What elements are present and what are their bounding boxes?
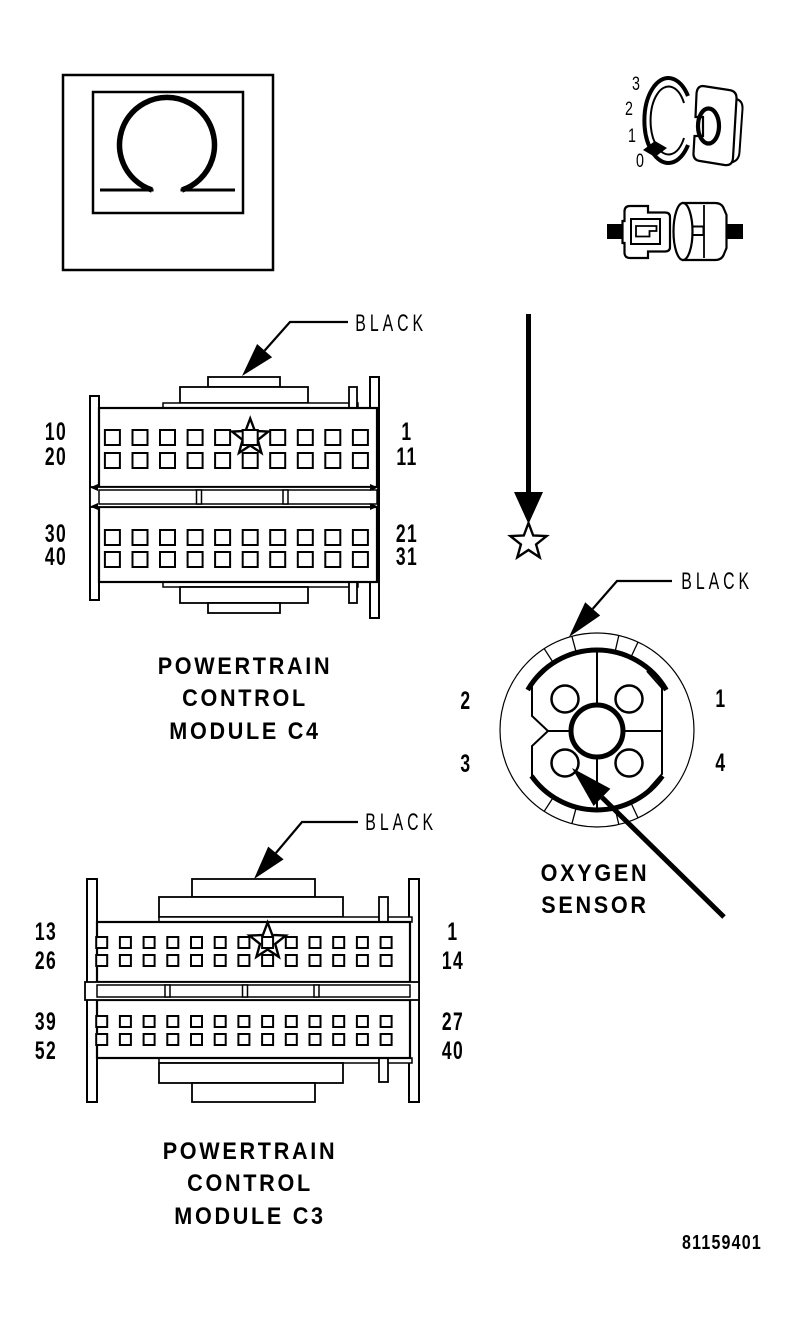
figure-number: 81159401 [682, 1232, 762, 1254]
pcm-c4-connector [89, 320, 380, 619]
c4-latch-band [89, 484, 379, 510]
dial-scale-2: 2 [625, 99, 633, 120]
c3-pin-label-left-52: 52 [34, 1037, 58, 1065]
oxygen-sensor-connector [499, 579, 726, 919]
c4-pin-label-right-31: 31 [395, 543, 419, 571]
pcm-c3-connector [84, 820, 420, 1103]
c4-pin-label-left-20: 20 [44, 443, 68, 471]
oxygen-pin-label-2: 2 [460, 687, 472, 715]
dial-scale-1: 1 [628, 126, 636, 147]
c3-pin-label-right-40: 40 [441, 1037, 465, 1065]
oxygen-pin-label-3: 3 [460, 750, 472, 778]
c3-title-line-3: MODULE C3 [174, 1203, 326, 1230]
c4-pin-label-left-30: 30 [44, 520, 68, 548]
dial-scale-0: 0 [636, 151, 644, 172]
pin-1-cavity [614, 684, 644, 714]
dial-pointer-diamond [643, 141, 667, 157]
c4-title-line-2: CONTROL [182, 685, 308, 712]
inline-connector-icon [607, 201, 743, 262]
c4-pin-label-left-40: 40 [44, 543, 68, 571]
down-arrow-icon [514, 314, 543, 524]
center-index-post [568, 702, 626, 760]
c3-title-line-1: POWERTRAIN [162, 1138, 338, 1165]
c3-pin-label-left-26: 26 [34, 947, 58, 975]
c4-pin-label-left-10: 10 [44, 418, 68, 446]
c3-pin-label-right-27: 27 [441, 1008, 465, 1036]
star-icon [509, 521, 548, 559]
wire-stub-left [607, 224, 624, 239]
pin-3-cavity [550, 748, 580, 778]
c3-black-leader-arrow [254, 820, 358, 879]
c3-pin-label-right-1: 1 [447, 918, 459, 946]
c4-title-line-1: POWERTRAIN [157, 653, 333, 680]
c3-wire-color-label: BLACK [365, 809, 438, 836]
c4-pin-label-right-21: 21 [395, 520, 419, 548]
oxygen-wire-color-label: BLACK [681, 568, 754, 595]
oxygen-pin3-pointer-arrow [572, 768, 726, 919]
oxygen-title-line-2: SENSOR [541, 892, 649, 919]
c4-black-leader-arrow [242, 320, 348, 376]
c3-title-line-2: CONTROL [187, 1170, 313, 1197]
c4-title-line-3: MODULE C4 [169, 718, 321, 745]
rotary-dial-icon [642, 76, 744, 167]
wire-stub-right [726, 224, 743, 239]
oxygen-pin-label-4: 4 [715, 749, 727, 777]
c3-latch-band [84, 981, 420, 1001]
ohmmeter-symbol [61, 73, 275, 272]
c3-pin-grid [95, 936, 393, 1046]
pin-4-cavity [614, 748, 644, 778]
oxygen-title-line-1: OXYGEN [540, 860, 650, 887]
c4-wire-color-label: BLACK [355, 310, 428, 337]
oxygen-pin-label-1: 1 [715, 685, 727, 713]
c3-pin-label-right-14: 14 [441, 947, 465, 975]
c3-pin-label-left-39: 39 [34, 1008, 58, 1036]
dial-scale-3: 3 [632, 74, 640, 95]
oxygen-black-leader-arrow [569, 579, 672, 637]
c4-pin-label-right-11: 11 [396, 443, 418, 471]
pin-2-cavity [550, 684, 580, 714]
c3-pin-label-left-13: 13 [34, 918, 58, 946]
c4-pin-label-right-1: 1 [401, 418, 413, 446]
